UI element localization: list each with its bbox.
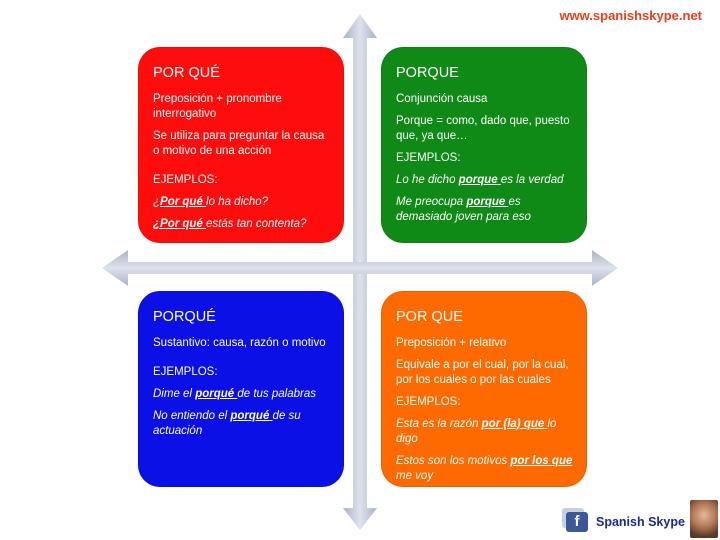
example-line: Estos son los motivos por los que me voy	[396, 455, 573, 482]
horizontal-arrow	[102, 250, 618, 286]
definition-line: Se utiliza para preguntar la causa o mot…	[153, 130, 325, 157]
definition-line: Conjunción causa	[396, 93, 488, 105]
quadrant-por-que-relative: POR QUE Preposición + relativo Equivale …	[381, 291, 587, 487]
quadrant-title: PORQUE	[396, 65, 459, 81]
quadrant-title: POR QUÉ	[153, 65, 220, 81]
definition-line: Preposición + relativo	[396, 337, 507, 349]
site-url[interactable]: www.spanishskype.net	[559, 8, 702, 23]
example-line: ¿Por qué lo ha dicho?	[153, 196, 269, 208]
example-line: Esta es la razón por (la) que lo digo	[396, 418, 557, 445]
example-line: Lo he dicho porque es la verdad	[396, 174, 564, 186]
examples-label: EJEMPLOS:	[396, 396, 461, 408]
avatar	[690, 500, 718, 538]
quadrant-title: PORQUÉ	[153, 309, 216, 325]
definition-line: Porque = como, dado que, puesto que, ya …	[396, 115, 570, 142]
definition-line: Equivale a por el cual, por la cual, por…	[396, 359, 569, 386]
example-line: ¿Por qué estás tan contenta?	[153, 218, 307, 230]
quadrant-por-que-interrogative: POR QUÉ Preposición + pronombre interrog…	[138, 47, 344, 243]
facebook-icon[interactable]: f	[566, 512, 588, 532]
examples-label: EJEMPLOS:	[153, 366, 218, 378]
brand-name: Spanish Skype	[596, 515, 685, 529]
definition-line: Sustantivo: causa, razón o motivo	[153, 337, 326, 349]
example-line: Me preocupa porque es demasiado joven pa…	[396, 196, 531, 223]
example-line: Dime el porqué de tus palabras	[153, 388, 316, 400]
quadrant-porque-noun: PORQUÉ Sustantivo: causa, razón o motivo…	[138, 291, 344, 487]
quadrant-porque-conjunction: PORQUE Conjunción causa Porque = como, d…	[381, 47, 587, 243]
footer-branding: f Spanish Skype	[566, 512, 685, 532]
examples-label: EJEMPLOS:	[396, 152, 461, 164]
definition-line: Preposición + pronombre interrogativo	[153, 93, 282, 120]
example-line: No entiendo el porqué de su actuación	[153, 410, 301, 437]
examples-label: EJEMPLOS:	[153, 174, 218, 186]
quadrant-title: POR QUE	[396, 309, 463, 325]
